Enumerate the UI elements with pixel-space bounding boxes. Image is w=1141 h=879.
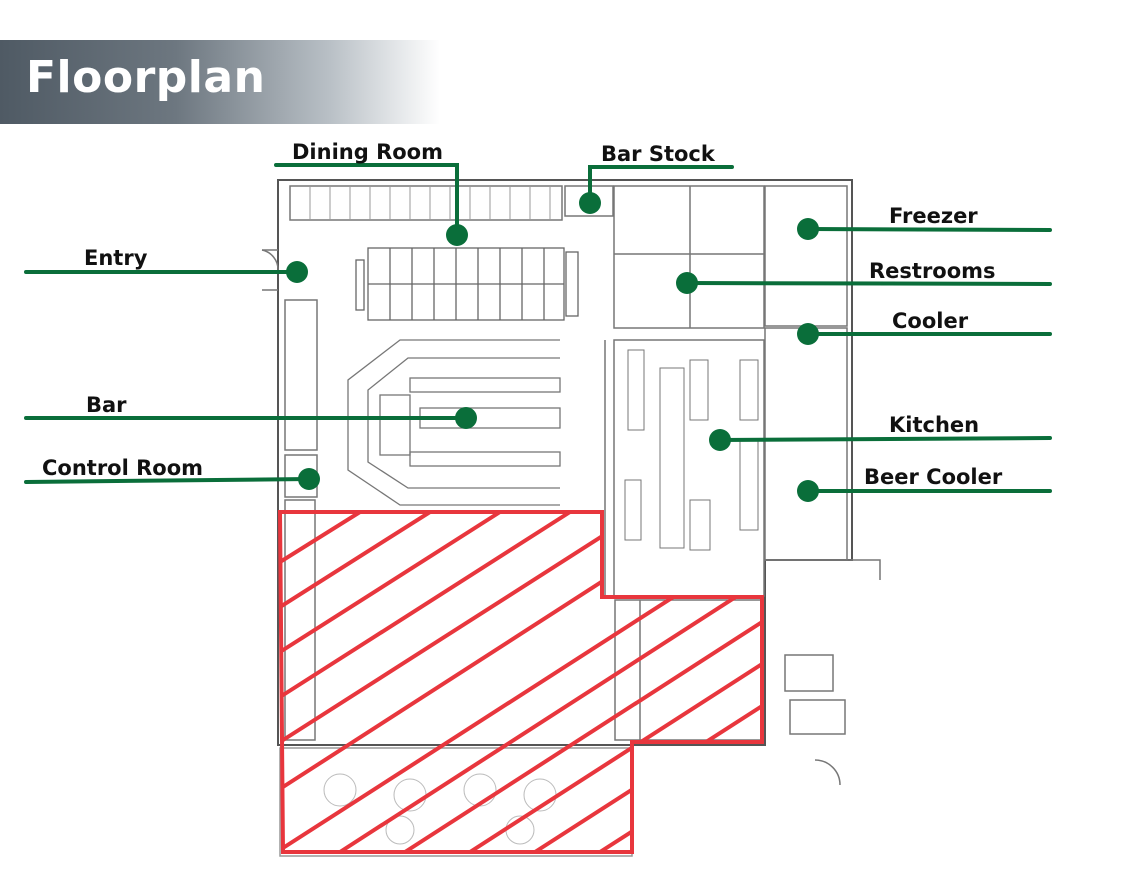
hatched-area-border: [277, 510, 764, 854]
label-restrooms: Restrooms: [869, 259, 996, 283]
label-control-room: Control Room: [42, 456, 204, 480]
marker-freezer: [797, 218, 819, 240]
label-kitchen: Kitchen: [889, 413, 980, 437]
hatched-area: [280, 512, 762, 852]
leader-bar-stock: [588, 165, 734, 205]
leader-kitchen: [718, 436, 1052, 442]
marker-bar: [455, 407, 477, 429]
leader-control-room: [24, 477, 311, 484]
label-entry: Entry: [84, 246, 148, 270]
marker-bar-stock: [579, 192, 601, 214]
location-markers: [286, 192, 819, 502]
title-banner: [0, 40, 440, 124]
label-cooler: Cooler: [892, 309, 969, 333]
label-freezer: Freezer: [889, 204, 978, 228]
patio-tables: [323, 773, 557, 845]
bar-counter: [347, 339, 561, 506]
leader-lines: [24, 163, 1052, 493]
marker-control-room: [298, 468, 320, 490]
label-bar-stock: Bar Stock: [601, 142, 715, 166]
marker-beer-cooler: [797, 480, 819, 502]
marker-dining-room: [446, 224, 468, 246]
marker-cooler: [797, 323, 819, 345]
interior-walls: [261, 185, 881, 786]
leader-freezer: [806, 227, 1052, 232]
marker-entry: [286, 261, 308, 283]
label-bar: Bar: [86, 393, 127, 417]
page-title: Floorplan: [26, 52, 266, 103]
label-dining-room: Dining Room: [292, 140, 443, 164]
label-beer-cooler: Beer Cooler: [864, 465, 1003, 489]
marker-kitchen: [709, 429, 731, 451]
kitchen-equipment: [624, 349, 759, 551]
booth-dividers: [309, 186, 551, 220]
leader-restrooms: [685, 281, 1052, 286]
dining-tables: [355, 247, 579, 321]
marker-restrooms: [676, 272, 698, 294]
leader-dining-room: [274, 163, 459, 237]
